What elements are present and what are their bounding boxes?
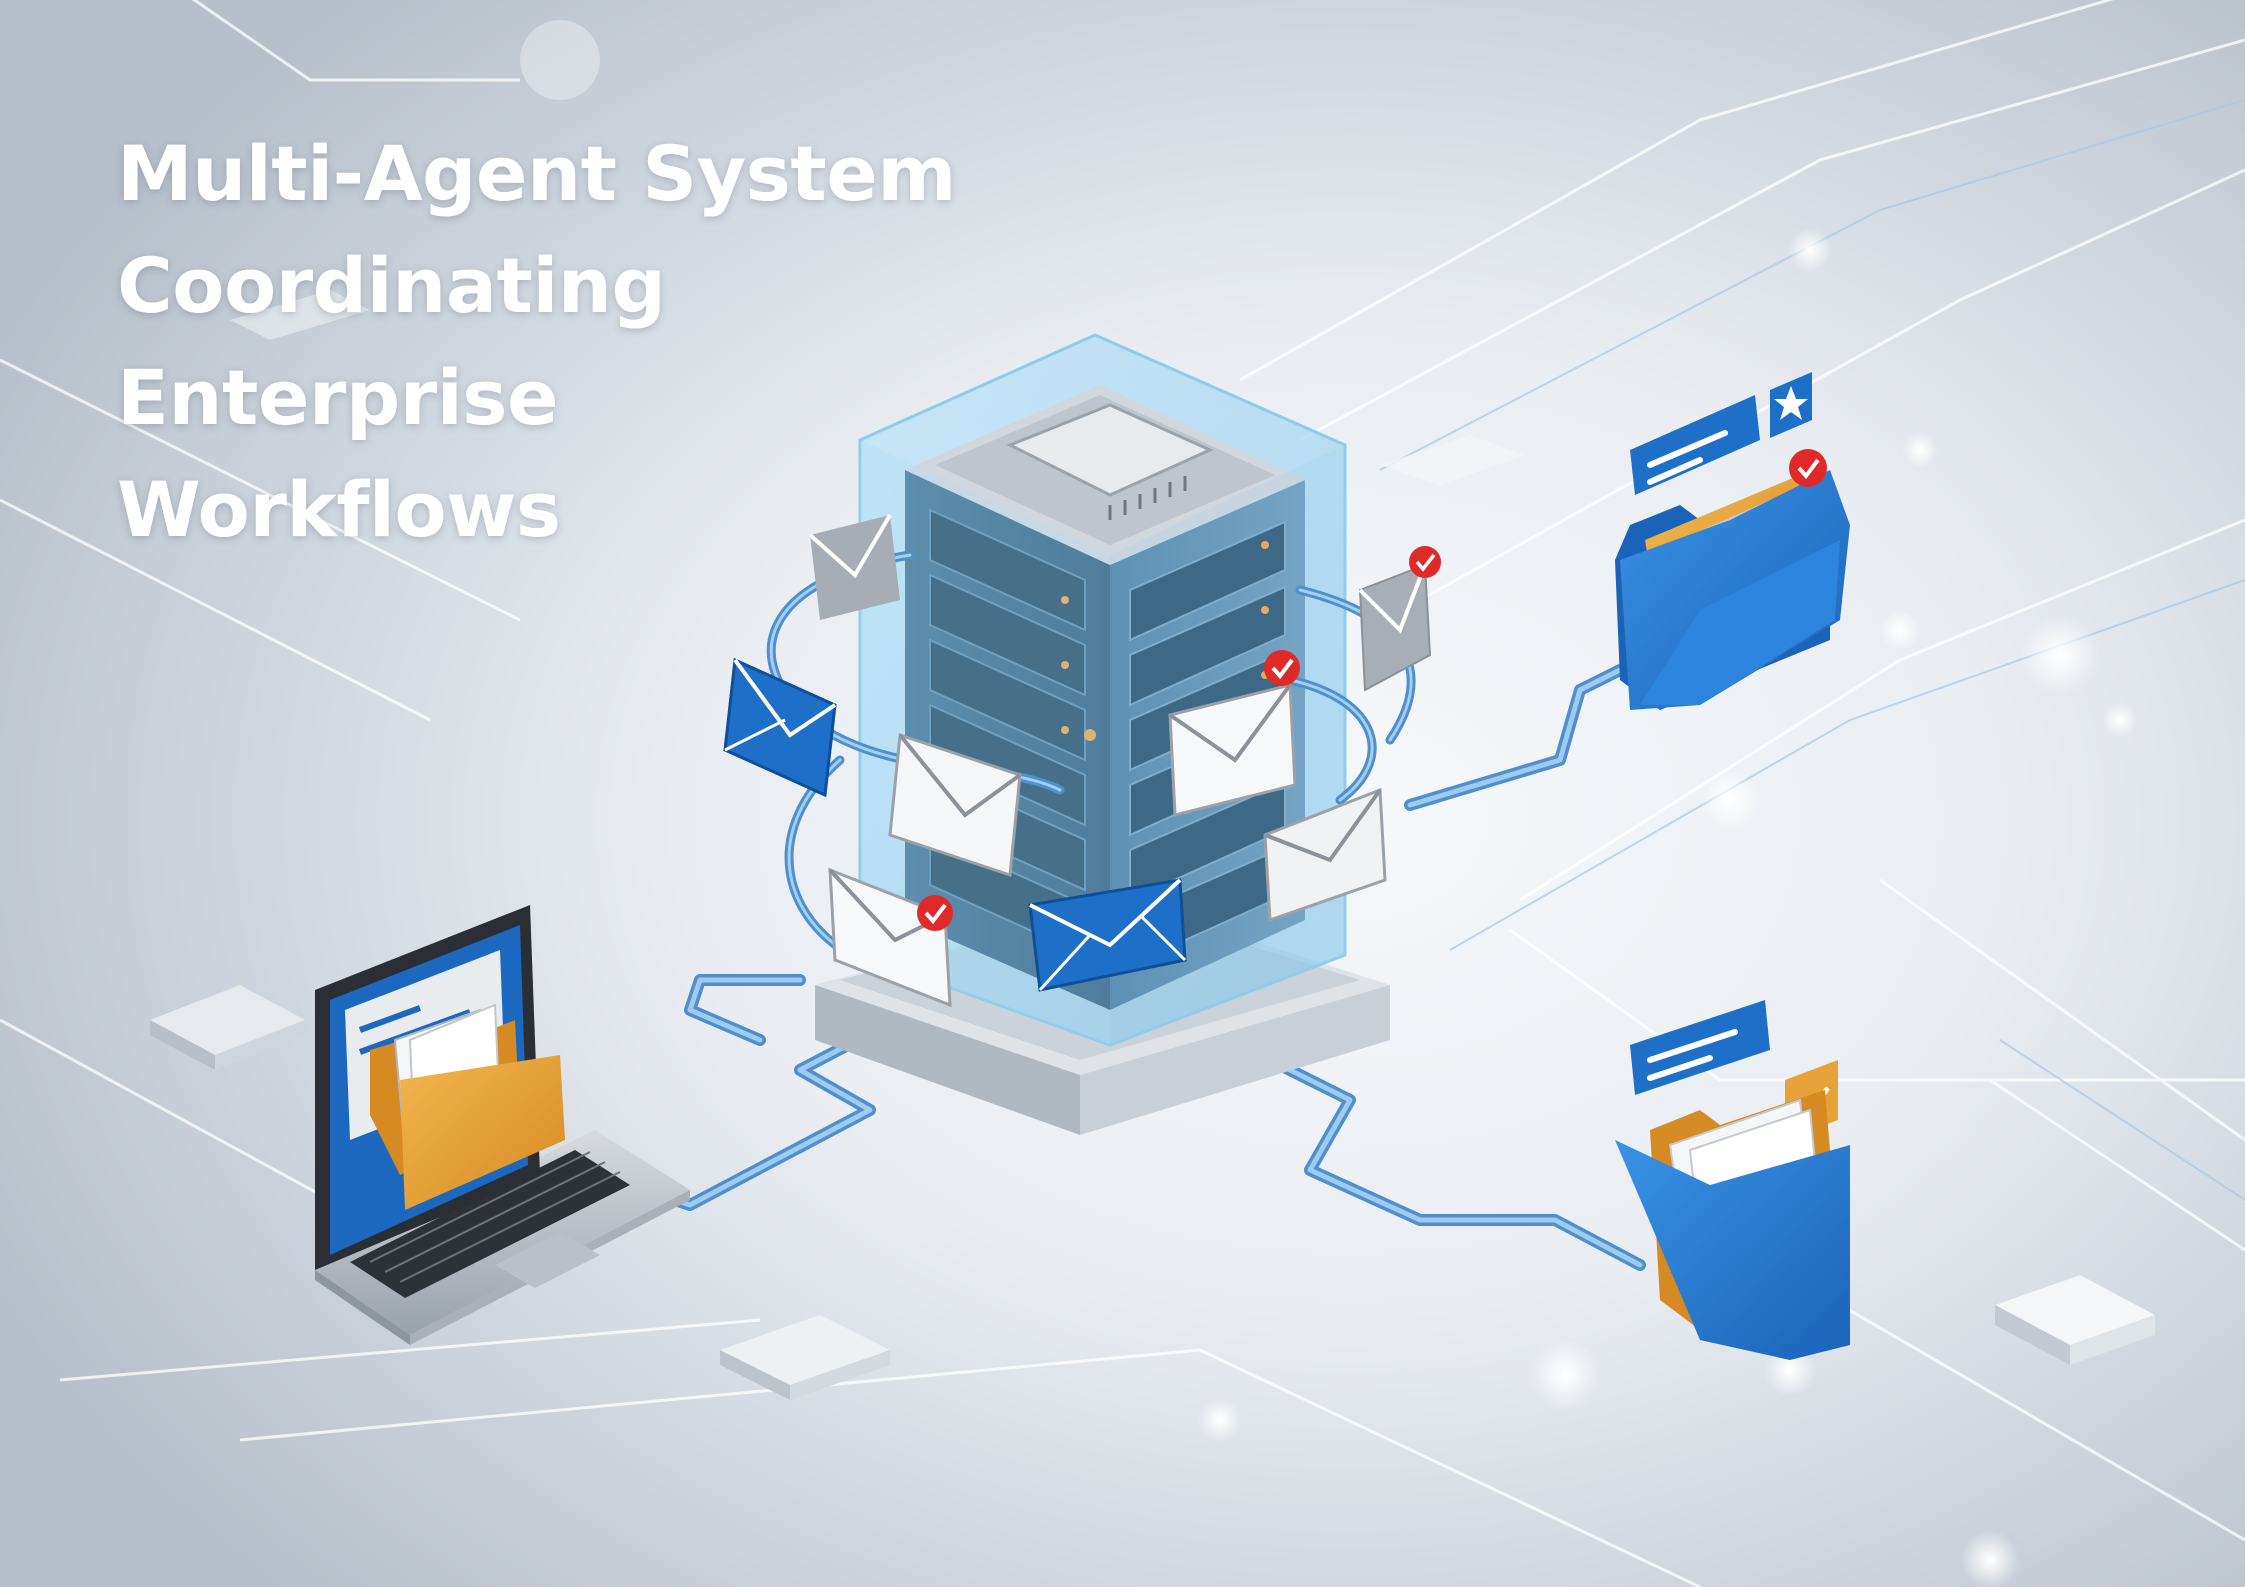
title-line-2: Coordinating <box>117 241 666 330</box>
glow-nodes <box>520 20 2138 1587</box>
envelope-icon <box>1028 878 1187 992</box>
envelope-icon <box>808 513 900 620</box>
message-card-icon <box>1630 1000 1770 1095</box>
envelope-icon <box>888 732 1022 878</box>
check-badge-icon <box>1264 650 1300 686</box>
star-icon <box>1770 372 1812 438</box>
envelope-icon <box>1168 683 1297 817</box>
folder-icon <box>370 1003 565 1210</box>
circuit-traces-blue <box>1379 99 2245 1201</box>
envelope-icon <box>1358 563 1432 692</box>
check-badge-icon <box>1409 546 1441 578</box>
check-badge-icon <box>1789 449 1827 487</box>
page-title: Multi-Agent System Coordinating Enterpri… <box>117 118 956 566</box>
envelope-icon <box>723 657 837 798</box>
folder-icon <box>1615 1090 1850 1360</box>
folder-icon <box>1615 470 1850 710</box>
title-line-1: Multi-Agent System <box>117 129 956 218</box>
title-line-3: Enterprise <box>117 353 559 442</box>
check-badge-icon <box>917 895 953 931</box>
envelope-icon <box>1263 787 1387 923</box>
floating-tiles <box>150 290 2155 1400</box>
title-line-4: Workflows <box>117 465 561 554</box>
message-card-icon <box>1630 395 1760 495</box>
